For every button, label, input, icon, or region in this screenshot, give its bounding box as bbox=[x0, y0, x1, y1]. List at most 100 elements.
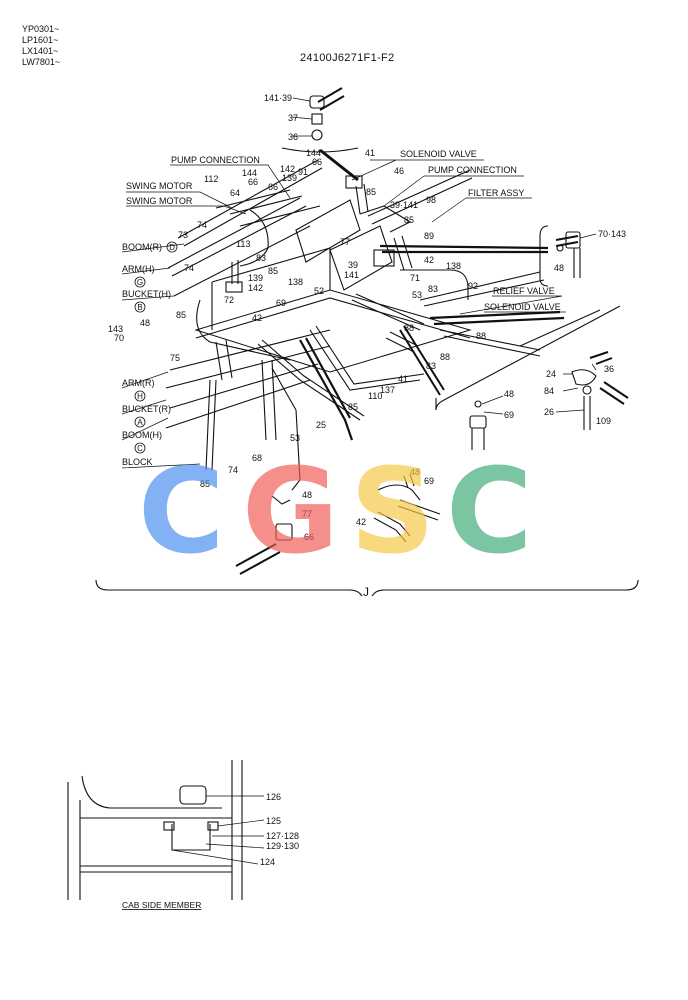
watermark-letter: C bbox=[446, 442, 533, 580]
serial-range: YP0301~ bbox=[22, 24, 60, 34]
part-number: 83 bbox=[256, 253, 266, 263]
circled-letter-markers: D G B H A C bbox=[134, 241, 178, 454]
label-solenoid-valve: SOLENOID VALVE bbox=[484, 302, 561, 312]
part-number: 110 bbox=[368, 391, 382, 401]
part-number: 69 bbox=[504, 410, 514, 420]
part-number: 144 bbox=[242, 168, 257, 178]
circle-marker bbox=[134, 301, 146, 313]
part-number: 41 bbox=[365, 148, 375, 158]
label-block: BLOCK bbox=[122, 457, 153, 467]
part-number: 26 bbox=[544, 407, 554, 417]
part-number: 141·39 bbox=[264, 93, 292, 103]
watermark-letter: G bbox=[242, 442, 339, 580]
circled-letter: H bbox=[137, 392, 143, 401]
part-number: 129·130 bbox=[266, 841, 299, 851]
part-number: 77 bbox=[302, 509, 312, 519]
part-number: 39 bbox=[348, 260, 358, 270]
part-number: 144 bbox=[306, 148, 321, 158]
label-swing-motor: SWING MOTOR bbox=[126, 181, 193, 191]
label-bucket-h: BUCKET(H) bbox=[122, 289, 171, 299]
part-number: 109 bbox=[596, 416, 611, 426]
part-number: 138 bbox=[288, 277, 303, 287]
label-swing-motor: SWING MOTOR bbox=[126, 196, 193, 206]
callout-labels: PUMP CONNECTION SOLENOID VALVE PUMP CONN… bbox=[122, 149, 561, 910]
part-number-labels: 141·39 37 36 144 66 41 142 139 91 46 144… bbox=[108, 93, 626, 867]
part-number: 70 bbox=[114, 333, 124, 343]
label-solenoid-valve: SOLENOID VALVE bbox=[400, 149, 477, 159]
part-number: 89 bbox=[424, 231, 434, 241]
part-number: 139 bbox=[282, 173, 297, 183]
circled-letter: D bbox=[169, 243, 175, 252]
part-number: 92 bbox=[468, 281, 478, 291]
circled-letter: B bbox=[137, 303, 142, 312]
label-relief-valve: RELIEF VALVE bbox=[493, 286, 555, 296]
part-number: 66 bbox=[248, 177, 258, 187]
label-pump-connection: PUMP CONNECTION bbox=[171, 155, 260, 165]
label-cab-side-member: CAB SIDE MEMBER bbox=[122, 900, 201, 910]
part-number: 36 bbox=[288, 132, 298, 142]
part-number: 73 bbox=[178, 230, 188, 240]
part-number: 52 bbox=[314, 286, 324, 296]
part-number: 143 bbox=[108, 324, 123, 334]
circled-letter: A bbox=[137, 418, 143, 427]
part-number: 137 bbox=[380, 385, 395, 395]
part-number: 66 bbox=[312, 157, 322, 167]
part-number: 39·141 bbox=[390, 200, 418, 210]
part-number: 125 bbox=[266, 816, 281, 826]
circled-letter: C bbox=[137, 444, 143, 453]
part-number: 85 bbox=[404, 215, 414, 225]
part-number: 48 bbox=[302, 490, 312, 500]
part-number: 85 bbox=[176, 310, 186, 320]
part-number: 77 bbox=[340, 237, 350, 247]
part-number: 85 bbox=[366, 187, 376, 197]
part-number: 88 bbox=[404, 323, 414, 333]
part-number: 85 bbox=[268, 266, 278, 276]
part-number: 68 bbox=[252, 453, 262, 463]
circle-marker bbox=[134, 390, 146, 402]
part-number: 69 bbox=[424, 476, 434, 486]
part-number: 138 bbox=[446, 261, 461, 271]
circled-letter: G bbox=[137, 278, 143, 287]
label-boom-r: BOOM(R) bbox=[122, 242, 162, 252]
label-arm-h: ARM(H) bbox=[122, 264, 155, 274]
label-boom-h: BOOM(H) bbox=[122, 430, 162, 440]
part-number: 83 bbox=[428, 284, 438, 294]
part-number: 36 bbox=[604, 364, 614, 374]
part-number: 66 bbox=[268, 182, 278, 192]
part-number: 46 bbox=[394, 166, 404, 176]
circle-marker bbox=[134, 442, 146, 454]
label-filter-assy: FILTER ASSY bbox=[468, 188, 524, 198]
serial-range: LP1601~ bbox=[22, 35, 59, 45]
part-number: 42 bbox=[252, 313, 262, 323]
part-number: 66 bbox=[304, 532, 314, 542]
part-number: 142 bbox=[248, 283, 263, 293]
part-number: 75 bbox=[170, 353, 180, 363]
part-number: 85 bbox=[348, 402, 358, 412]
part-number: 113 bbox=[236, 239, 250, 249]
part-number: 53 bbox=[290, 433, 300, 443]
part-number: 25 bbox=[316, 420, 326, 430]
part-number: 126 bbox=[266, 792, 281, 802]
part-number: 124 bbox=[260, 857, 275, 867]
label-detail-j: J bbox=[363, 585, 369, 599]
leader-lines bbox=[121, 97, 597, 865]
part-number: 139 bbox=[248, 273, 263, 283]
part-number: 72 bbox=[224, 295, 234, 305]
part-number: 112 bbox=[204, 174, 218, 184]
part-number: 127·128 bbox=[266, 831, 299, 841]
serial-range: LX1401~ bbox=[22, 46, 59, 56]
part-number: 48 bbox=[554, 263, 564, 273]
serial-range-list: YP0301~ LP1601~ LX1401~ LW7801~ bbox=[22, 24, 60, 68]
part-number: 64 bbox=[230, 188, 240, 198]
part-number: 85 bbox=[200, 479, 210, 489]
part-number: 88 bbox=[476, 331, 486, 341]
part-number: 24 bbox=[546, 369, 556, 379]
watermark-letter: S bbox=[350, 442, 435, 580]
part-number: 74 bbox=[228, 465, 238, 475]
serial-range: LW7801~ bbox=[22, 57, 61, 67]
circle-marker bbox=[134, 276, 146, 288]
part-number: 74 bbox=[184, 263, 194, 273]
part-number: 48 bbox=[504, 389, 514, 399]
circle-marker bbox=[166, 241, 178, 253]
part-number: 88 bbox=[440, 352, 450, 362]
